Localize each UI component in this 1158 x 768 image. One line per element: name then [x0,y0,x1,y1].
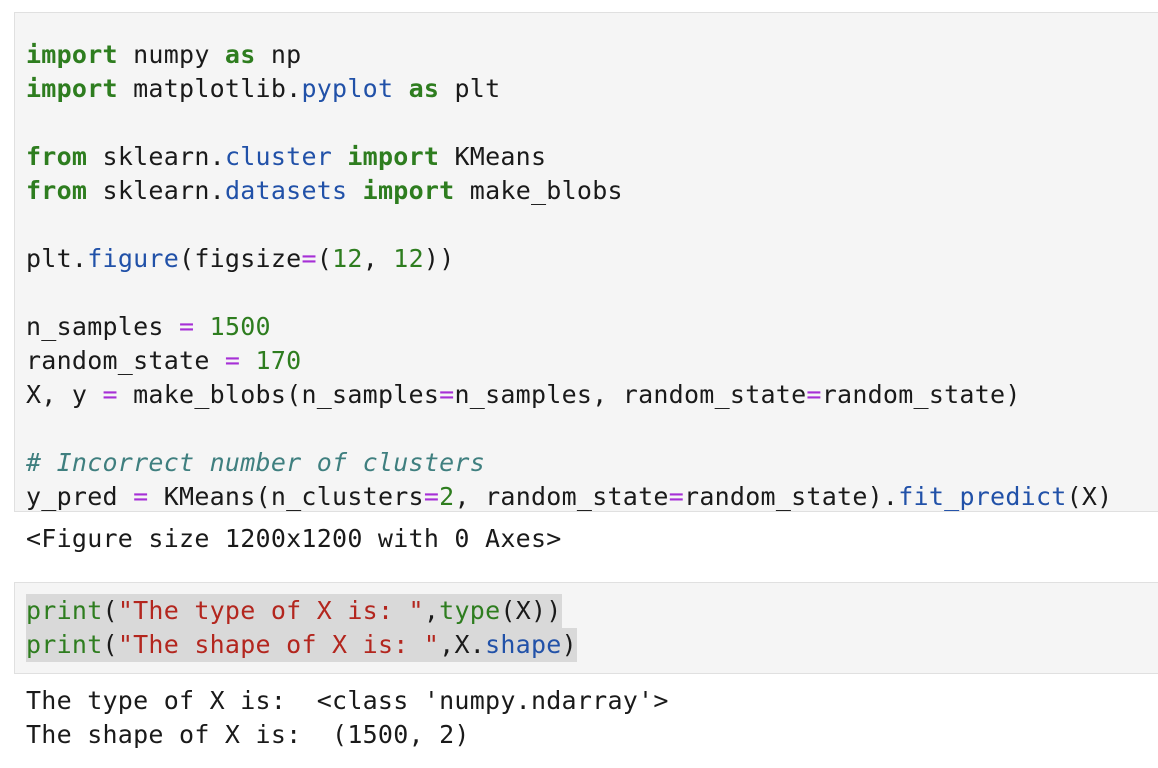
code-token: = [179,312,195,341]
code-token: np [255,40,302,69]
code-line: print("The shape of X is: ",X.shape) [26,628,577,662]
code-token: y_pred [26,482,134,511]
code-token: sklearn. [87,142,225,171]
code-token: import [26,40,118,69]
code-token: make_blobs [454,176,623,205]
code-token: 12 [393,244,424,273]
code-token: print [26,596,103,625]
code-token: , random_state [454,482,669,511]
code-token: numpy [117,40,225,69]
code-line: import matplotlib.pyplot as plt [26,72,500,106]
code-token: random_state). [684,482,899,511]
code-token: 12 [332,244,363,273]
code-token: 1500 [209,312,271,341]
code-token: cluster [224,142,333,171]
code-token: KMeans(n_clusters [148,482,424,511]
code-line: from sklearn.datasets import make_blobs [26,174,623,208]
code-token: sklearn. [87,176,225,205]
code-line: print("The type of X is: ",type(X)) [26,594,562,628]
code-token: # Incorrect number of clusters [26,448,486,477]
code-token [393,74,408,103]
code-token: "The type of X is: " [117,596,424,625]
code-token: (X)) [500,596,562,625]
code-token: (X) [1066,482,1113,511]
code-token: make_blobs(n_samples [117,380,440,409]
code-token: 170 [255,346,302,375]
code-token: from [26,176,88,205]
code-token: random_state) [821,380,1021,409]
code-line: X, y = make_blobs(n_samples=n_samples, r… [26,378,1021,412]
code-token: ( [102,630,118,659]
code-token: = [439,380,455,409]
code-line: plt.figure(figsize=(12, 12)) [26,242,455,276]
code-token [332,142,347,171]
code-cell-2-input[interactable]: print("The type of X is: ",type(X))print… [14,582,1158,674]
code-token: datasets [224,176,348,205]
code-token: = [423,482,440,511]
code-token: plt. [26,244,88,273]
code-token: fit_predict [898,482,1067,511]
code-token: figure [87,244,180,273]
code-token: ( [316,244,333,273]
code-token [194,312,209,341]
code-token: = [102,380,118,409]
code-token: , [423,596,440,625]
code-token: KMeans [439,142,547,171]
code-token: "The shape of X is: " [117,630,440,659]
code-token: ( [102,596,118,625]
output-line: <Figure size 1200x1200 with 0 Axes> [26,524,562,553]
code-token: n_samples, random_state [454,380,807,409]
code-token: import [26,74,118,103]
code-token: = [133,482,149,511]
code-token: = [224,346,241,375]
code-token: matplotlib. [117,74,302,103]
output-line: The shape of X is: (1500, 2) [26,720,470,749]
code-token: n_samples [26,312,180,341]
code-token: import [347,142,440,171]
code-token: , [362,244,394,273]
code-token: pyplot [301,74,394,103]
code-line: random_state = 170 [26,344,301,378]
code-line: import numpy as np [26,38,301,72]
code-token: type [439,596,501,625]
code-token: plt [439,74,501,103]
output-line: The type of X is: <class 'numpy.ndarray'… [26,686,669,715]
code-token [240,346,255,375]
code-token: = [806,380,822,409]
code-line: # Incorrect number of clusters [26,446,485,480]
code-line: from sklearn.cluster import KMeans [26,140,546,174]
code-line: n_samples = 1500 [26,310,271,344]
code-token: ,X. [439,630,486,659]
code-token: from [26,142,88,171]
code-token [347,176,362,205]
code-token: = [301,244,317,273]
code-token: ) [561,630,577,659]
code-token: )) [423,244,455,273]
code-token: random_state [26,346,225,375]
code-token: = [668,482,685,511]
code-token: as [408,74,440,103]
code-token: shape [485,630,562,659]
code-token: (figsize [179,244,302,273]
code-token: 2 [439,482,455,511]
code-token: X, y [26,380,103,409]
code-token: as [224,40,256,69]
code-line: y_pred = KMeans(n_clusters=2, random_sta… [26,480,1112,514]
code-token: print [26,630,103,659]
code-token: import [362,176,455,205]
